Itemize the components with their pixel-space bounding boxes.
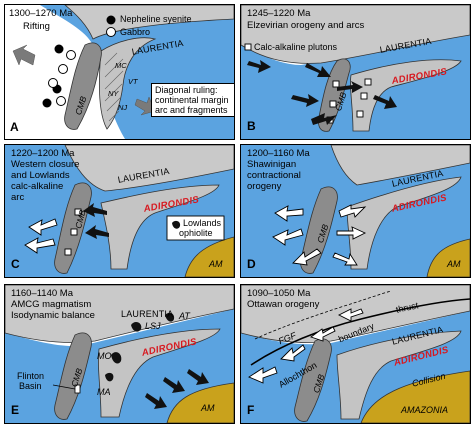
laurentia-label: LAURENTIA bbox=[121, 309, 174, 319]
mc-label: MC bbox=[115, 61, 127, 70]
am-label: AM bbox=[447, 259, 461, 269]
legend-nepheline-label: Nepheline syenite bbox=[120, 14, 192, 24]
legend-calc-alkaline-label: Calc-alkaline plutons bbox=[254, 42, 338, 52]
amazonia-block bbox=[426, 238, 470, 277]
cmb-block bbox=[318, 58, 351, 132]
adirondis-block bbox=[98, 328, 221, 418]
panel-c-title-line2: Western closure bbox=[11, 159, 80, 170]
amcg-body-icon bbox=[105, 312, 175, 382]
panel-d-title-line2: Shawinigan bbox=[247, 159, 297, 170]
panel-d-title-line4: orogeny bbox=[247, 181, 282, 192]
panel-a: 1300–1270 Ma Rifting Nepheline syenite G… bbox=[4, 4, 235, 140]
panel-e-title-line3: Isodynamic balance bbox=[11, 310, 95, 321]
amazonia-block bbox=[184, 236, 234, 277]
gray-arrow-icon bbox=[12, 44, 36, 66]
legend-gabbro-label: Gabbro bbox=[120, 27, 151, 37]
white-arrow-icon bbox=[24, 218, 58, 254]
legend-square-icon bbox=[244, 43, 252, 51]
panel-e-map bbox=[5, 285, 234, 423]
cmb-block bbox=[54, 332, 92, 420]
nepheline-syenite-icon bbox=[42, 44, 64, 108]
panel-d: 1200–1160 Ma Shawinigan contractional or… bbox=[240, 144, 471, 278]
panel-d-letter: D bbox=[247, 257, 256, 271]
panel-c-title-line4: calc-alkaline bbox=[11, 181, 64, 192]
panel-c-title-line5: arc bbox=[11, 192, 25, 203]
panel-c-letter: C bbox=[11, 257, 20, 271]
black-arrow-icon bbox=[145, 369, 209, 409]
lsj-label: LSJ bbox=[145, 321, 161, 331]
panel-b-title-line2: Elzevirian orogeny and arcs bbox=[247, 20, 365, 31]
flinton-label-line1: Flinton bbox=[17, 371, 45, 381]
panel-b: 1245–1220 Ma Elzevirian orogeny and arcs… bbox=[240, 4, 471, 140]
panel-e-title-line1: 1160–1140 Ma bbox=[11, 288, 73, 299]
ophiolite-blob-icon bbox=[172, 220, 181, 229]
panel-a-letter: A bbox=[10, 120, 19, 134]
panel-c-title-line3: and Lowlands bbox=[11, 170, 70, 181]
fgf-dashed-line bbox=[254, 290, 392, 340]
adirondis-block bbox=[100, 184, 220, 270]
laurentia-craton bbox=[330, 145, 470, 186]
panel-f-title-line1: 1090–1050 Ma bbox=[247, 288, 311, 299]
ruling-note: Diagonal ruling: continental margin arc … bbox=[151, 83, 234, 117]
laurentia-craton bbox=[64, 145, 234, 192]
vt-label: VT bbox=[128, 77, 138, 86]
mo-label: MO bbox=[97, 351, 112, 361]
cmb-block bbox=[300, 186, 338, 274]
black-arrow-icon bbox=[247, 60, 397, 125]
cmb-block bbox=[64, 42, 102, 130]
panel-f: 1090–1050 Ma Ottawan orogeny FGF Allocht… bbox=[240, 284, 471, 424]
adirondis-block bbox=[336, 330, 462, 420]
nj-label: NJ bbox=[118, 103, 128, 112]
allochthon-boundary-thrust bbox=[250, 298, 470, 366]
panel-e-letter: E bbox=[11, 403, 20, 417]
ophiolite-label-line1: Lowlands bbox=[183, 218, 222, 228]
white-arrow-icon bbox=[248, 308, 364, 384]
panel-d-title-line1: 1200–1160 Ma bbox=[247, 148, 310, 159]
panel-b-title-line1: 1245–1220 Ma bbox=[247, 8, 311, 19]
flinton-leader bbox=[52, 384, 76, 390]
panel-f-title-line2: Ottawan orogeny bbox=[247, 299, 320, 310]
legend-filled-circle-icon bbox=[106, 15, 116, 25]
laurentia-craton bbox=[5, 285, 234, 343]
panel-d-title-line3: contractional bbox=[247, 170, 301, 181]
panel-c-title-line1: 1220–1200 Ma bbox=[11, 148, 75, 159]
white-arrow-icon bbox=[272, 204, 367, 266]
calc-alkaline-square-icon bbox=[64, 208, 82, 256]
ophiolite-label-line2: ophiolite bbox=[179, 228, 213, 238]
black-arrow-icon bbox=[83, 203, 109, 239]
diagonal-ruling bbox=[104, 52, 124, 122]
panel-f-letter: F bbox=[247, 403, 255, 417]
am-label: AM bbox=[201, 403, 215, 413]
panel-c-map bbox=[5, 145, 234, 277]
panel-a-title-line2: Rifting bbox=[23, 21, 50, 32]
ma-label: MA bbox=[97, 387, 111, 397]
panel-f-map bbox=[241, 285, 470, 423]
calc-alkaline-square-icon bbox=[326, 78, 372, 124]
gabbro-icon bbox=[48, 50, 76, 106]
cmb-block bbox=[54, 182, 92, 274]
am-label: AM bbox=[209, 259, 223, 269]
legend-open-circle-icon bbox=[106, 27, 116, 37]
amazonia-block bbox=[360, 370, 470, 423]
panel-c: 1220–1200 Ma Western closure and Lowland… bbox=[4, 144, 235, 278]
ny-label: NY bbox=[108, 89, 119, 98]
amazonia-label: AMAZONIA bbox=[401, 405, 449, 415]
panel-b-letter: B bbox=[247, 119, 256, 133]
amazonia-block bbox=[166, 382, 234, 423]
panel-d-map bbox=[241, 145, 470, 277]
ophiolite-legend-box bbox=[166, 215, 225, 241]
panel-e: 1160–1140 Ma AMCG magmatism Isodynamic b… bbox=[4, 284, 235, 424]
panel-b-map bbox=[241, 5, 470, 139]
margin-fragments bbox=[99, 37, 157, 130]
adirondis-block bbox=[350, 59, 462, 132]
panel-e-title-line2: AMCG magmatism bbox=[11, 299, 92, 310]
panel-a-title-line1: 1300–1270 Ma bbox=[9, 8, 73, 19]
flinton-label-line2: Basin bbox=[19, 381, 42, 391]
cmb-block bbox=[294, 338, 332, 422]
at-label: AT bbox=[179, 311, 190, 321]
